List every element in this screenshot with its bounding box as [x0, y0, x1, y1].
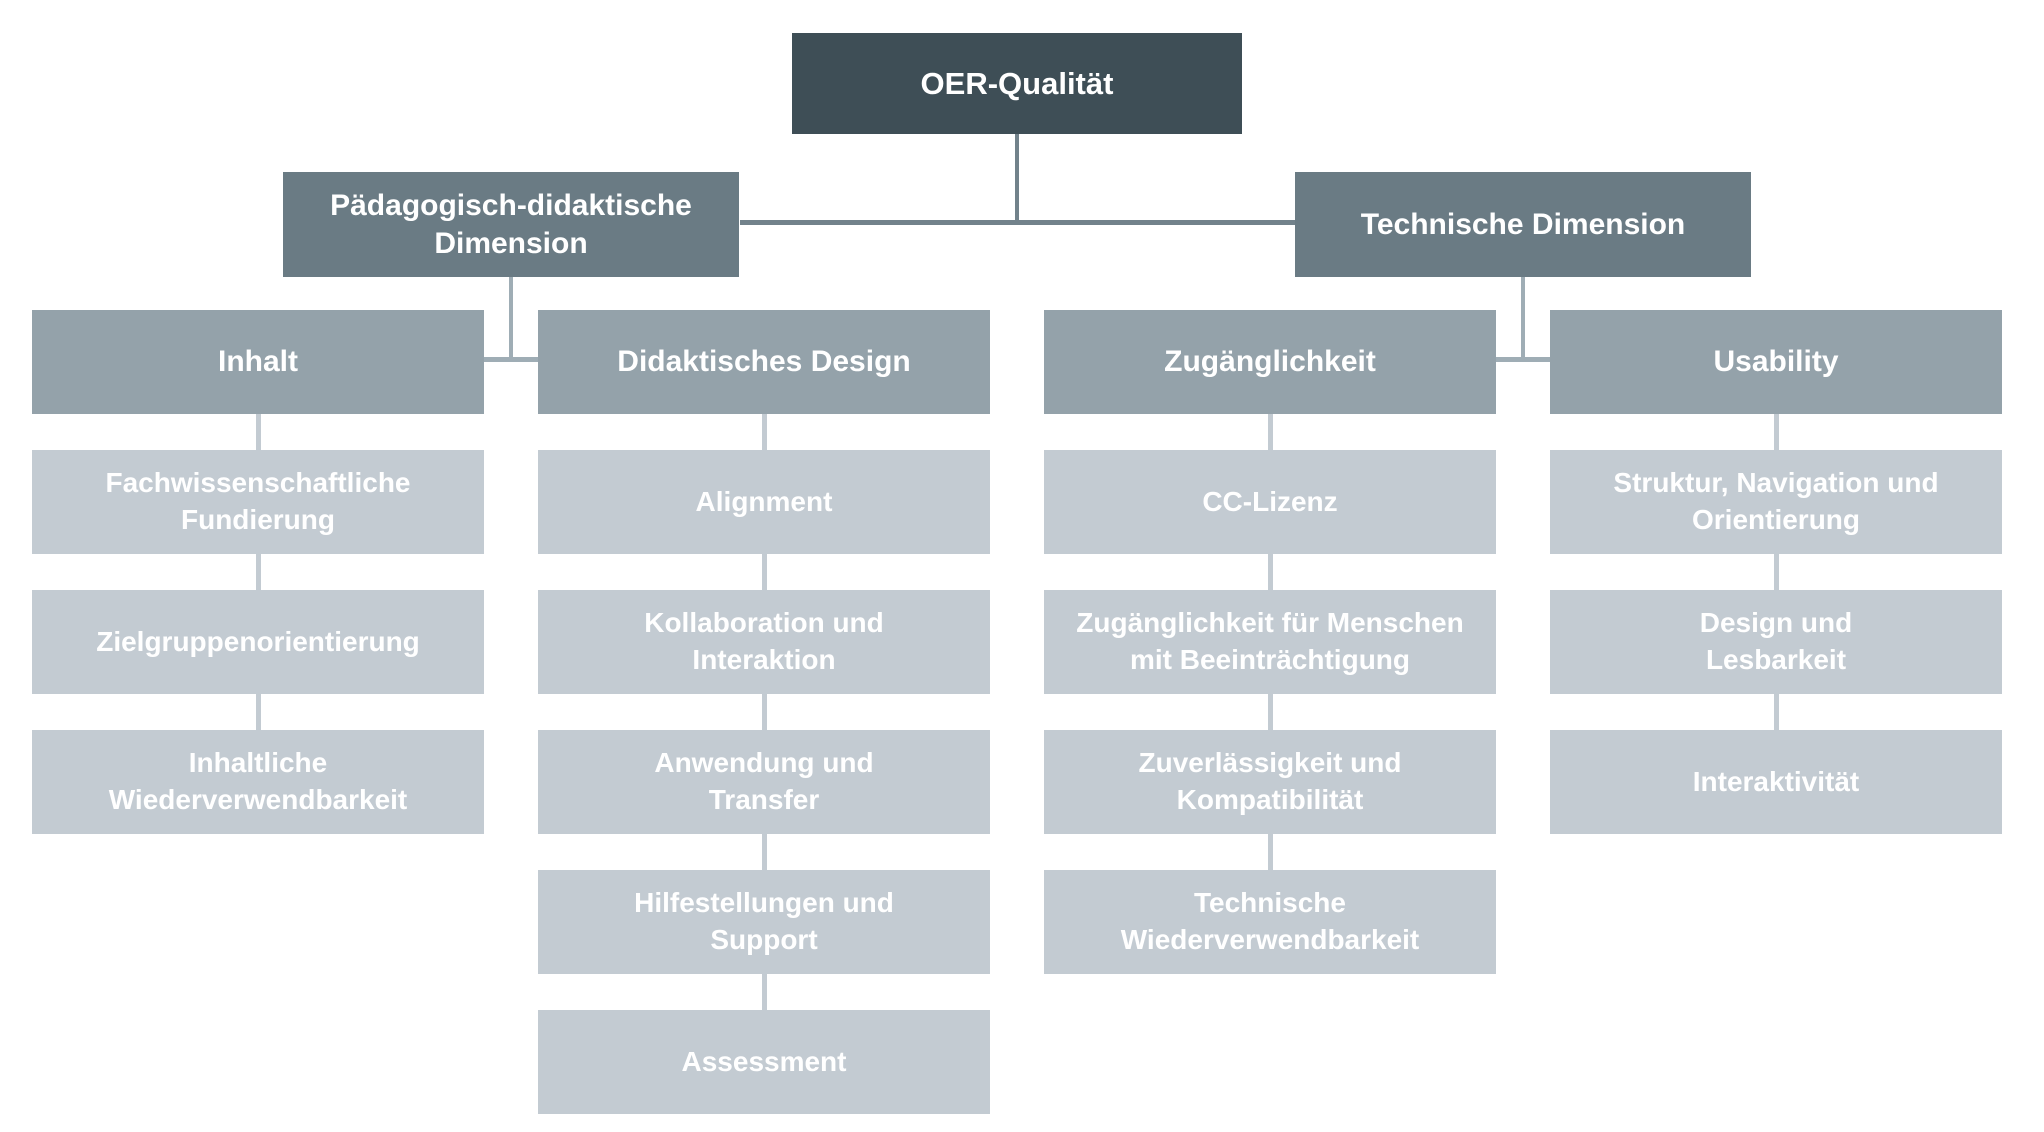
connector-col1-link-1: [256, 414, 261, 450]
connector-col3-link-3: [1268, 694, 1273, 730]
connector-col3-link-4: [1268, 834, 1273, 870]
node-technische-dimension: Technische Dimension: [1295, 172, 1751, 277]
node-hilfestellungen-und-support: Hilfestellungen und Support: [538, 870, 990, 974]
connector-col3-link-2: [1268, 554, 1273, 590]
connector-col1-link-3: [256, 694, 261, 730]
node-zielgruppenorientierung: Zielgruppenorientierung: [32, 590, 484, 694]
node-design-und-lesbarkeit: Design und Lesbarkeit: [1550, 590, 2002, 694]
node-inhalt: Inhalt: [32, 310, 484, 414]
connector-dim1-stem: [509, 277, 513, 361]
connector-col3-link-1: [1268, 414, 1273, 450]
node-interaktivitaet: Interaktivität: [1550, 730, 2002, 834]
connector-root-stem: [1015, 134, 1019, 222]
connector-dim2-bar: [1496, 357, 1550, 362]
connector-col4-link-3: [1774, 694, 1779, 730]
node-alignment: Alignment: [538, 450, 990, 554]
node-fachwissenschaftliche-fundierung: Fachwissenschaftliche Fundierung: [32, 450, 484, 554]
node-anwendung-und-transfer: Anwendung und Transfer: [538, 730, 990, 834]
connector-col2-link-4: [762, 834, 767, 870]
node-zugaenglichkeit-fuer-menschen: Zugänglichkeit für Menschen mit Beeinträ…: [1044, 590, 1496, 694]
connector-col4-link-2: [1774, 554, 1779, 590]
node-kollaboration-und-interaktion: Kollaboration und Interaktion: [538, 590, 990, 694]
node-paedagogisch-didaktische-dimension: Pädagogisch-didaktische Dimension: [283, 172, 739, 277]
connector-dim1-bar: [484, 357, 538, 362]
connector-col2-link-3: [762, 694, 767, 730]
node-didaktisches-design: Didaktisches Design: [538, 310, 990, 414]
connector-col1-link-2: [256, 554, 261, 590]
node-zugaenglichkeit: Zugänglichkeit: [1044, 310, 1496, 414]
node-assessment: Assessment: [538, 1010, 990, 1114]
connector-root-bar: [740, 220, 1295, 225]
node-technische-wiederverwendbarkeit: Technische Wiederverwendbarkeit: [1044, 870, 1496, 974]
node-struktur-navigation-orientierung: Struktur, Navigation und Orientierung: [1550, 450, 2002, 554]
connector-col4-link-1: [1774, 414, 1779, 450]
connector-col2-link-1: [762, 414, 767, 450]
node-cc-lizenz: CC-Lizenz: [1044, 450, 1496, 554]
node-inhaltliche-wiederverwendbarkeit: Inhaltliche Wiederverwendbarkeit: [32, 730, 484, 834]
node-oer-qualitaet: OER-Qualität: [792, 33, 1242, 134]
connector-col2-link-2: [762, 554, 767, 590]
connector-col2-link-5: [762, 974, 767, 1010]
node-zuverlaessigkeit-und-kompatibilitaet: Zuverlässigkeit und Kompatibilität: [1044, 730, 1496, 834]
node-usability: Usability: [1550, 310, 2002, 414]
connector-dim2-stem: [1521, 277, 1525, 361]
